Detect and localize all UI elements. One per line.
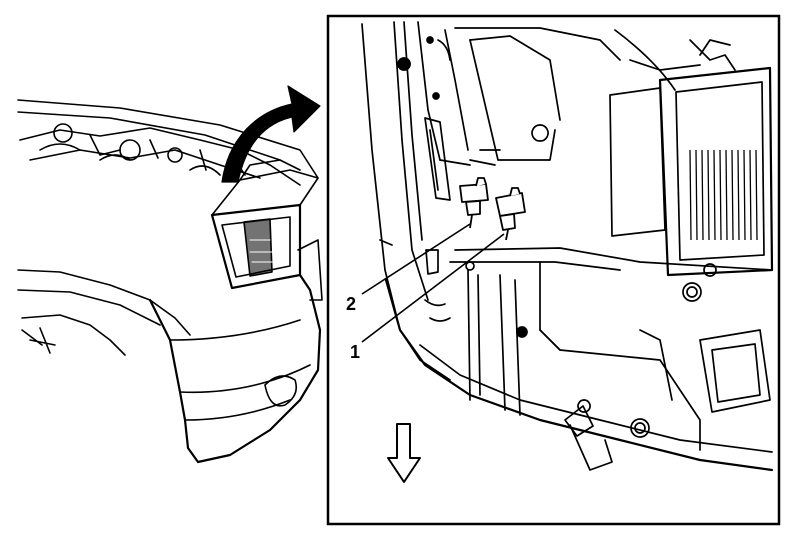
callout-leaders bbox=[361, 223, 505, 343]
connector-2 bbox=[459, 177, 489, 229]
radiator-fins bbox=[689, 149, 758, 241]
down-arrow-icon bbox=[387, 423, 421, 483]
vehicle-overview bbox=[17, 99, 323, 464]
connector-1 bbox=[495, 187, 526, 241]
callout-1-label: 1 bbox=[350, 342, 360, 362]
detail-panel: 2 1 bbox=[326, 14, 781, 526]
zoom-arrow-icon bbox=[221, 85, 321, 183]
callout-2-label: 2 bbox=[346, 294, 356, 314]
